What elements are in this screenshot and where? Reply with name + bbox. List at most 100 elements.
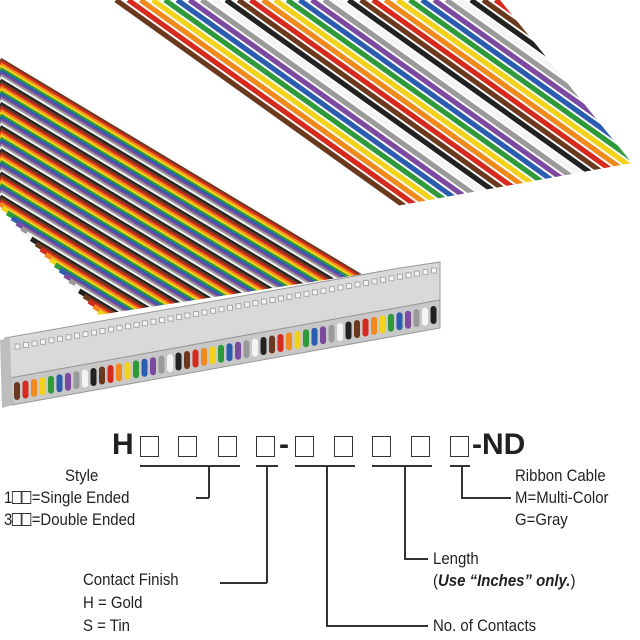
- leader-finish: [266, 465, 268, 583]
- leader-ribbon: [461, 465, 463, 498]
- connector-wire-end: [430, 306, 437, 325]
- finish-gold: H = Gold: [83, 593, 143, 612]
- connector-wire-end: [73, 371, 80, 390]
- wire: [187, 0, 632, 218]
- connector-wire-end: [371, 316, 377, 335]
- wire: [224, 0, 632, 218]
- wire: [273, 0, 632, 218]
- contact-hole: [371, 278, 378, 285]
- wire: [604, 0, 632, 27]
- contact-hole: [354, 281, 361, 288]
- contact-hole: [82, 331, 89, 338]
- connector-wire-end: [116, 363, 122, 382]
- wire: [236, 0, 632, 218]
- contact-hole: [244, 301, 250, 308]
- length-title: Length: [433, 549, 479, 568]
- placeholder-box: [22, 513, 32, 526]
- wire: [591, 0, 632, 36]
- contact-hole: [414, 270, 420, 277]
- part-number-prefix: H: [112, 428, 134, 461]
- wire: [579, 0, 632, 45]
- style-double-prefix: 3: [4, 510, 13, 529]
- length-note-close: ): [570, 571, 576, 590]
- connector-wire-end: [269, 335, 275, 354]
- underline-style: [140, 465, 240, 467]
- part-number-box: [450, 436, 469, 457]
- connector-wire-end: [82, 369, 88, 388]
- leader-length-h: [404, 558, 428, 560]
- contact-hole: [286, 293, 293, 300]
- contact-hole: [65, 334, 72, 341]
- contact-hole: [388, 275, 395, 282]
- style-double: 3=Double Ended: [4, 509, 135, 531]
- finish-tin: S = Tin: [83, 616, 130, 635]
- connector-wire-end: [124, 361, 131, 380]
- contact-hole: [159, 317, 165, 324]
- contact-hole: [320, 287, 327, 294]
- wire: [567, 0, 632, 53]
- contact-hole: [176, 314, 182, 321]
- connector-wire-end: [311, 327, 318, 346]
- part-number-suffix: -ND: [472, 428, 526, 461]
- style-title: Style: [65, 466, 99, 485]
- length-note: (Use “Inches” only.): [433, 570, 575, 592]
- contact-hole: [312, 289, 318, 296]
- wire: [249, 0, 632, 218]
- contact-hole: [405, 272, 412, 279]
- contact-hole: [303, 290, 310, 297]
- connector-wire-end: [260, 337, 267, 356]
- wire: [212, 0, 632, 218]
- part-number-box: [372, 436, 391, 457]
- connector-wire-end: [90, 368, 97, 387]
- underline-ribbon: [450, 465, 470, 467]
- wire: [151, 0, 632, 218]
- leader-style-h: [196, 497, 209, 499]
- contact-hole: [363, 279, 369, 286]
- contact-hole: [184, 312, 191, 319]
- length-note-emphasis: Use “Inches” only.: [438, 571, 570, 590]
- contact-hole: [210, 307, 216, 314]
- ribbon-title: Ribbon Cable: [515, 466, 606, 485]
- wire: [200, 0, 632, 218]
- connector-wire-end: [201, 347, 207, 366]
- contact-hole: [74, 332, 80, 339]
- wire: [628, 0, 632, 10]
- contact-hole: [193, 310, 199, 317]
- leader-style: [208, 465, 210, 498]
- connector-wire-end: [388, 313, 394, 332]
- connector-wire-end: [422, 307, 428, 326]
- connector-wire-end: [48, 375, 54, 394]
- contact-hole: [142, 320, 148, 327]
- contact-hole: [99, 328, 106, 334]
- connector-wire-end: [167, 354, 173, 373]
- connector-wire-end: [226, 343, 233, 362]
- connector-wire-end: [150, 357, 156, 376]
- contact-hole: [14, 343, 21, 350]
- contact-hole: [227, 304, 233, 311]
- contact-hole: [23, 341, 29, 348]
- wire: [616, 0, 632, 18]
- style-single-text: =Single Ended: [31, 488, 130, 507]
- wire: [555, 0, 632, 62]
- connector-wire-end: [31, 378, 37, 397]
- style-single-prefix: 1: [4, 488, 13, 507]
- part-number-box: [256, 436, 275, 457]
- connector-end-face: [0, 338, 12, 408]
- contact-hole: [252, 300, 259, 307]
- wire: [359, 0, 632, 202]
- contacts-title: No. of Contacts: [433, 616, 537, 635]
- connector-wire-end: [303, 329, 309, 348]
- connector-wire-end: [184, 351, 190, 369]
- contact-hole: [337, 284, 344, 291]
- connector-wire-end: [39, 377, 46, 396]
- connector-wire-end: [286, 332, 292, 351]
- leader-contacts-h: [326, 625, 428, 627]
- contact-hole: [91, 329, 97, 336]
- connector-wire-end: [345, 321, 352, 340]
- wire: [114, 0, 622, 218]
- contact-hole: [397, 273, 403, 280]
- connector-wire-end: [396, 312, 403, 331]
- contact-hole: [150, 318, 157, 325]
- contact-hole: [269, 297, 276, 303]
- connector-wire-end: [158, 355, 165, 374]
